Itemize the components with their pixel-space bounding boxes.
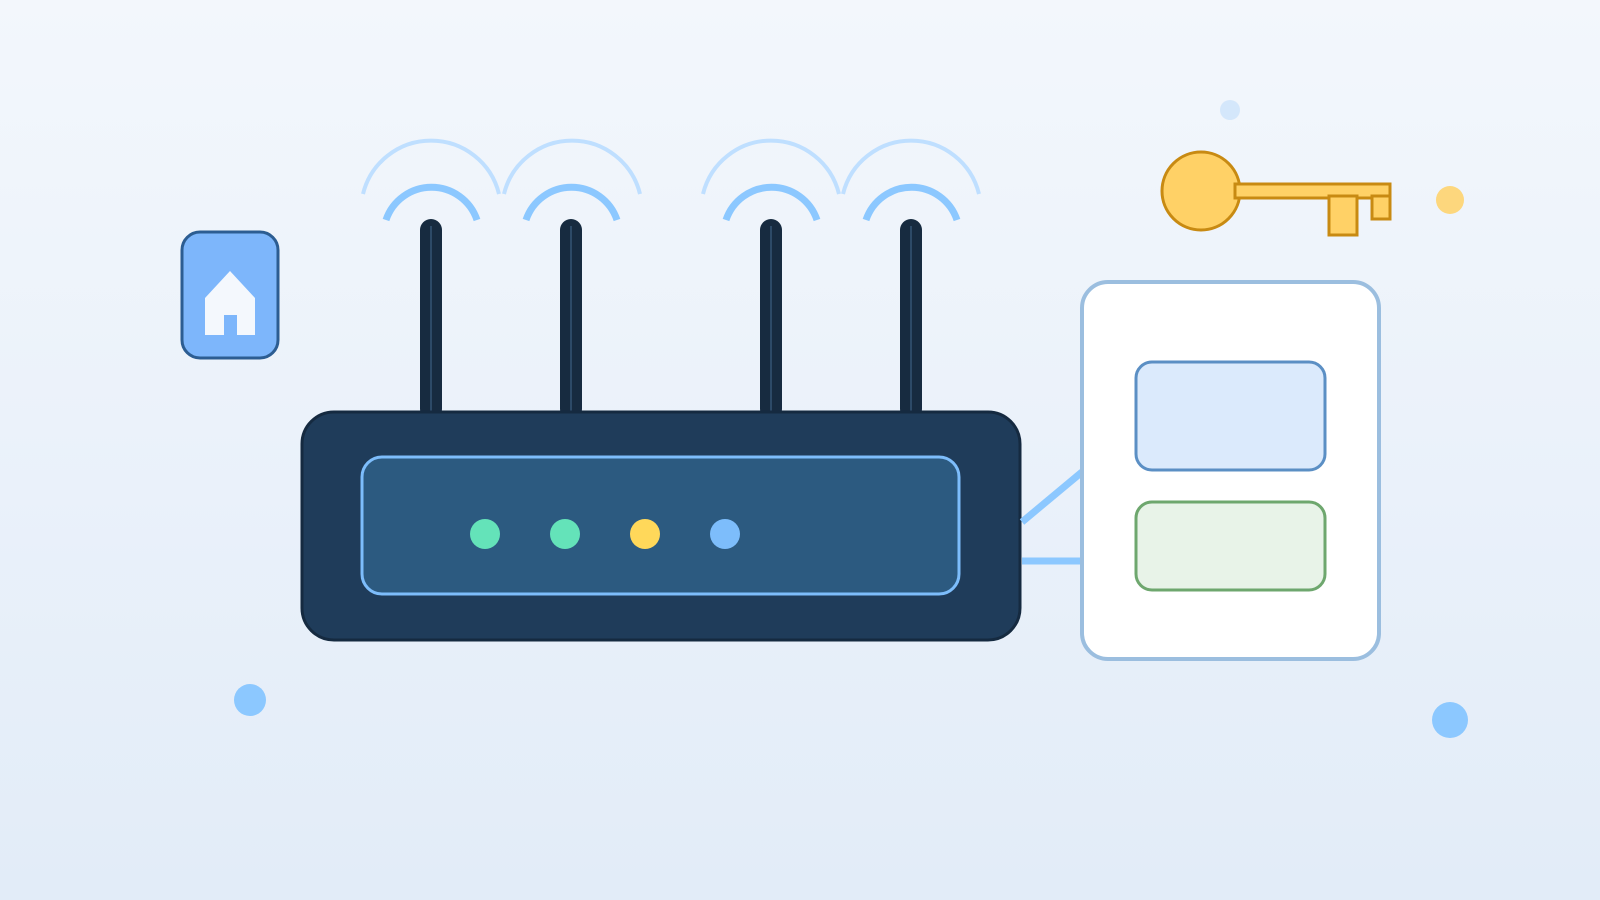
router-front-panel xyxy=(360,455,961,596)
wifi-wave-group xyxy=(361,138,501,222)
connector-lines xyxy=(1019,469,1085,565)
home-icon xyxy=(180,230,280,360)
key-icon xyxy=(1160,150,1392,237)
router-antennas xyxy=(420,219,922,420)
decor-dot xyxy=(1436,186,1464,214)
wifi-wave-group xyxy=(502,138,642,222)
decor-dot xyxy=(234,684,266,716)
power-light xyxy=(470,519,500,549)
decor-dots xyxy=(234,100,1468,738)
settings-panel-icon xyxy=(1080,280,1381,661)
wifi-wave-group xyxy=(701,138,841,222)
wifi-wave-group xyxy=(841,138,981,222)
wifi-light xyxy=(630,519,660,549)
internet-light xyxy=(550,519,580,549)
decor-dot xyxy=(1220,100,1240,120)
decor-dot xyxy=(1432,702,1468,738)
wifi-signal-icon xyxy=(361,138,981,222)
green-setting-block xyxy=(1134,500,1327,592)
router-icon xyxy=(300,410,1022,642)
blue-setting-block xyxy=(1134,360,1327,472)
lan-light xyxy=(710,519,740,549)
